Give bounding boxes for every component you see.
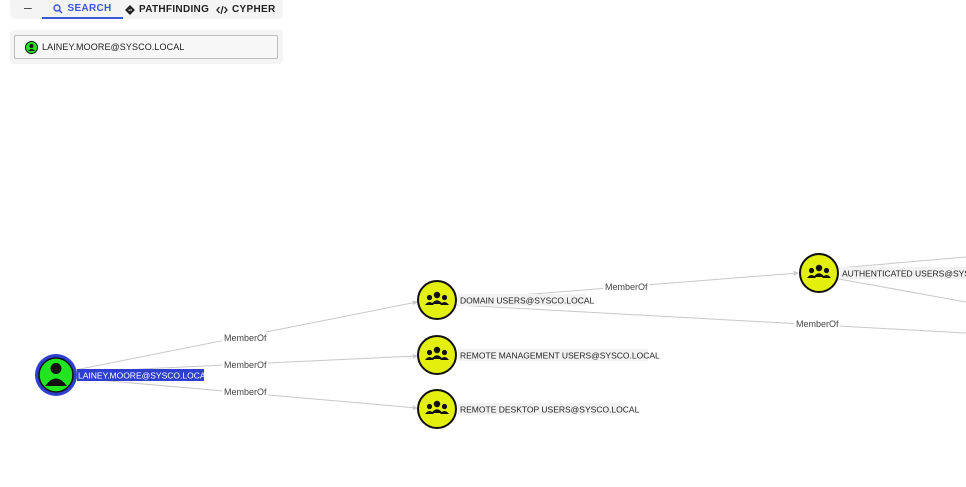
edge-label-3: MemberOf (222, 386, 268, 397)
tab-pathfinding-label: PATHFINDING (139, 4, 210, 15)
edge-label-4: MemberOf (603, 281, 649, 292)
collapse-button[interactable]: – (24, 0, 32, 15)
node-label-authenticated-users: AUTHENTICATED USERS@SYSC (842, 269, 966, 279)
user-icon (25, 40, 38, 54)
svg-text:MemberOf: MemberOf (224, 387, 267, 397)
tab-cypher-label: CYPHER (232, 4, 276, 15)
code-icon (216, 5, 228, 14)
graph-node-remote-desktop-users[interactable]: REMOTE DESKTOP USERS@SYSCO.LOCAL (417, 389, 640, 429)
edge-label-5: MemberOf (794, 318, 840, 329)
directions-icon (125, 4, 135, 15)
svg-text:MemberOf: MemberOf (224, 360, 267, 370)
node-label-domain-users: DOMAIN USERS@SYSCO.LOCAL (460, 296, 595, 306)
graph-node-remote-management-users[interactable]: REMOTE MANAGEMENT USERS@SYSCO.LOCAL (417, 335, 660, 375)
svg-text:MemberOf: MemberOf (605, 282, 648, 292)
edge-label-1: MemberOf (222, 332, 268, 343)
node-label-remote-desktop-users: REMOTE DESKTOP USERS@SYSCO.LOCAL (460, 405, 640, 415)
search-panel: LAINEY.MOORE@SYSCO.LOCAL (10, 30, 283, 64)
svg-text:MemberOf: MemberOf (796, 319, 839, 329)
graph-node-domain-users[interactable]: DOMAIN USERS@SYSCO.LOCAL (417, 280, 595, 320)
tab-search[interactable]: SEARCH (42, 0, 123, 19)
user-icon (45, 363, 67, 386)
svg-text:MemberOf: MemberOf (224, 333, 267, 343)
search-input[interactable]: LAINEY.MOORE@SYSCO.LOCAL (14, 35, 278, 59)
edge-auth-users-offscreen-upper (838, 256, 966, 269)
search-value: LAINEY.MOORE@SYSCO.LOCAL (42, 42, 185, 52)
edge-domain-users-offscreen[interactable] (456, 304, 966, 334)
tab-search-label: SEARCH (67, 3, 112, 14)
graph-node-lainey[interactable]: LAINEY.MOORE@SYSCO.LOCAL (35, 354, 211, 396)
search-icon (53, 3, 64, 14)
node-label-remote-management-users: REMOTE MANAGEMENT USERS@SYSCO.LOCAL (460, 351, 660, 361)
tab-pathfinding[interactable]: PATHFINDING (125, 0, 209, 19)
node-label-lainey: LAINEY.MOORE@SYSCO.LOCAL (78, 371, 211, 381)
tab-cypher[interactable]: CYPHER (216, 0, 275, 19)
edge-label-2: MemberOf (222, 359, 268, 370)
top-toolbar: – SEARCH PATHFINDING CYPHER (10, 0, 283, 19)
graph-node-authenticated-users[interactable]: AUTHENTICATED USERS@SYSC (799, 253, 966, 293)
edge-auth-users-offscreen-lower (838, 278, 966, 303)
